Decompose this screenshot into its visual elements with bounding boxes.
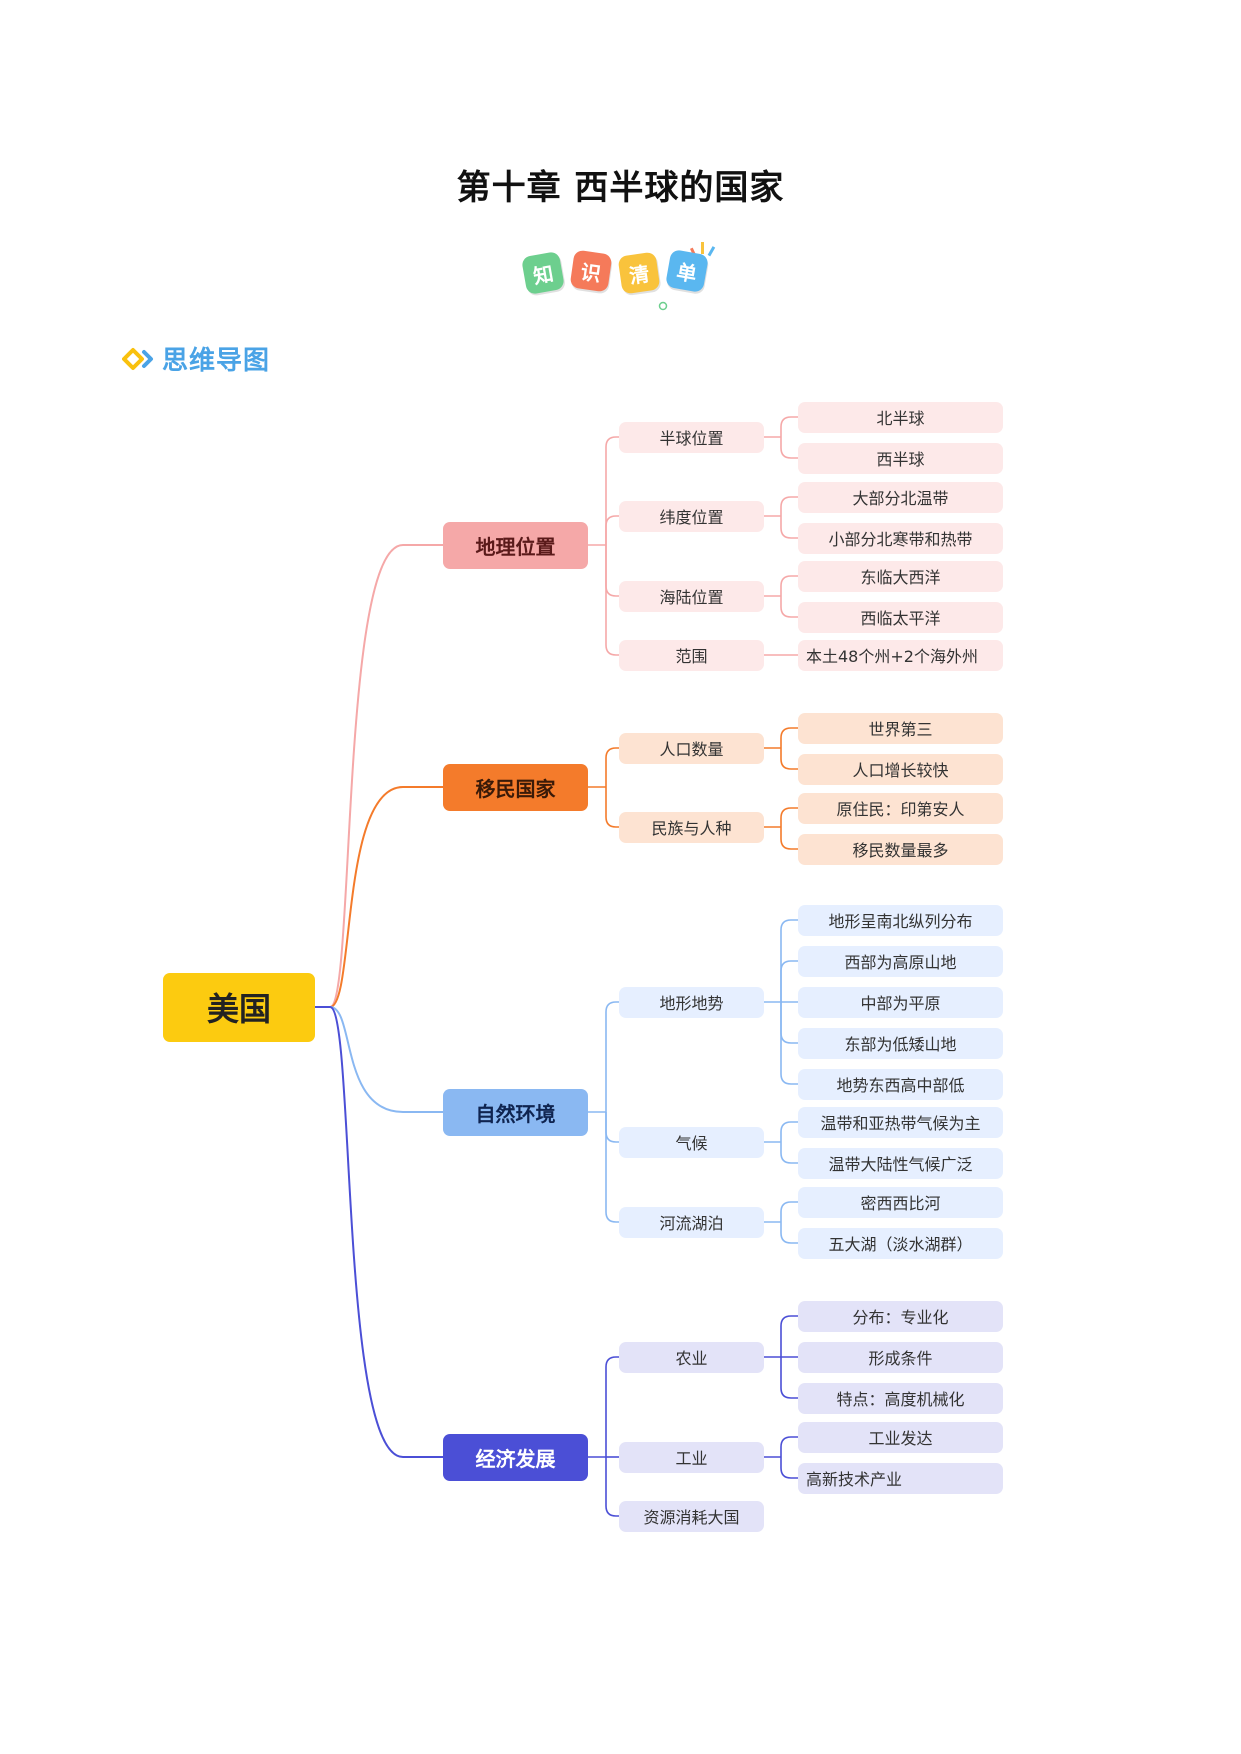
knowledge-list-badges: 知 识 清 单 <box>520 240 720 311</box>
leaf-3-0-0: 分布：专业化 <box>798 1300 1003 1332</box>
subtopic-2-0: 地形地势 <box>619 986 764 1018</box>
subtopic-3-2: 资源消耗大国 <box>619 1500 764 1532</box>
leaf-3-1-1: 高新技术产业 <box>798 1462 1003 1494</box>
leaf-2-0-2: 中部为平原 <box>798 986 1003 1018</box>
subtopic-2-1: 气候 <box>619 1126 764 1158</box>
leaf-2-2-1: 五大湖（淡水湖群） <box>798 1227 1003 1259</box>
subtopic-0-3: 范围 <box>619 639 764 671</box>
subtopic-0-0: 半球位置 <box>619 421 764 453</box>
leaf-0-1-0: 大部分北温带 <box>798 481 1003 513</box>
section-title: 思维导图 <box>162 346 271 376</box>
subtopic-0-2: 海陆位置 <box>619 580 764 612</box>
section-heading: 思维导图 <box>122 340 270 377</box>
leaf-0-1-1: 小部分北寒带和热带 <box>798 522 1003 554</box>
leaf-2-0-0: 地形呈南北纵列分布 <box>798 904 1003 936</box>
subtopic-3-0: 农业 <box>619 1341 764 1373</box>
leaf-0-2-1: 西临太平洋 <box>798 601 1003 633</box>
diamond-arrow-icon <box>122 347 153 370</box>
leaf-2-0-3: 东部为低矮山地 <box>798 1027 1003 1059</box>
leaf-3-0-2: 特点：高度机械化 <box>798 1382 1003 1414</box>
branch-1: 移民国家 <box>443 763 588 811</box>
leaf-3-0-1: 形成条件 <box>798 1341 1003 1373</box>
small-circle-icon <box>658 296 668 315</box>
subtopic-1-1: 民族与人种 <box>619 811 764 843</box>
leaf-2-1-0: 温带和亚热带气候为主 <box>798 1106 1003 1138</box>
branch-3: 经济发展 <box>443 1433 588 1481</box>
leaf-3-1-0: 工业发达 <box>798 1421 1003 1453</box>
leaf-1-0-1: 人口增长较快 <box>798 753 1003 785</box>
leaf-1-0-0: 世界第三 <box>798 712 1003 744</box>
leaf-0-0-0: 北半球 <box>798 401 1003 433</box>
branch-0: 地理位置 <box>443 521 588 569</box>
leaf-0-3-0: 本土48个州+2个海外州 <box>798 639 1003 671</box>
page-title: 第十章 西半球的国家 <box>456 168 785 208</box>
root-node: 美国 <box>163 972 315 1042</box>
leaf-0-0-1: 西半球 <box>798 442 1003 474</box>
subtopic-1-0: 人口数量 <box>619 732 764 764</box>
branch-2: 自然环境 <box>443 1088 588 1136</box>
leaf-1-1-0: 原住民：印第安人 <box>798 792 1003 824</box>
leaf-0-2-0: 东临大西洋 <box>798 560 1003 592</box>
subtopic-0-1: 纬度位置 <box>619 500 764 532</box>
leaf-2-0-4: 地势东西高中部低 <box>798 1068 1003 1100</box>
leaf-2-1-1: 温带大陆性气候广泛 <box>798 1147 1003 1179</box>
leaf-1-1-1: 移民数量最多 <box>798 833 1003 865</box>
leaf-2-2-0: 密西西比河 <box>798 1186 1003 1218</box>
subtopic-3-1: 工业 <box>619 1441 764 1473</box>
leaf-2-0-1: 西部为高原山地 <box>798 945 1003 977</box>
subtopic-2-2: 河流湖泊 <box>619 1206 764 1238</box>
